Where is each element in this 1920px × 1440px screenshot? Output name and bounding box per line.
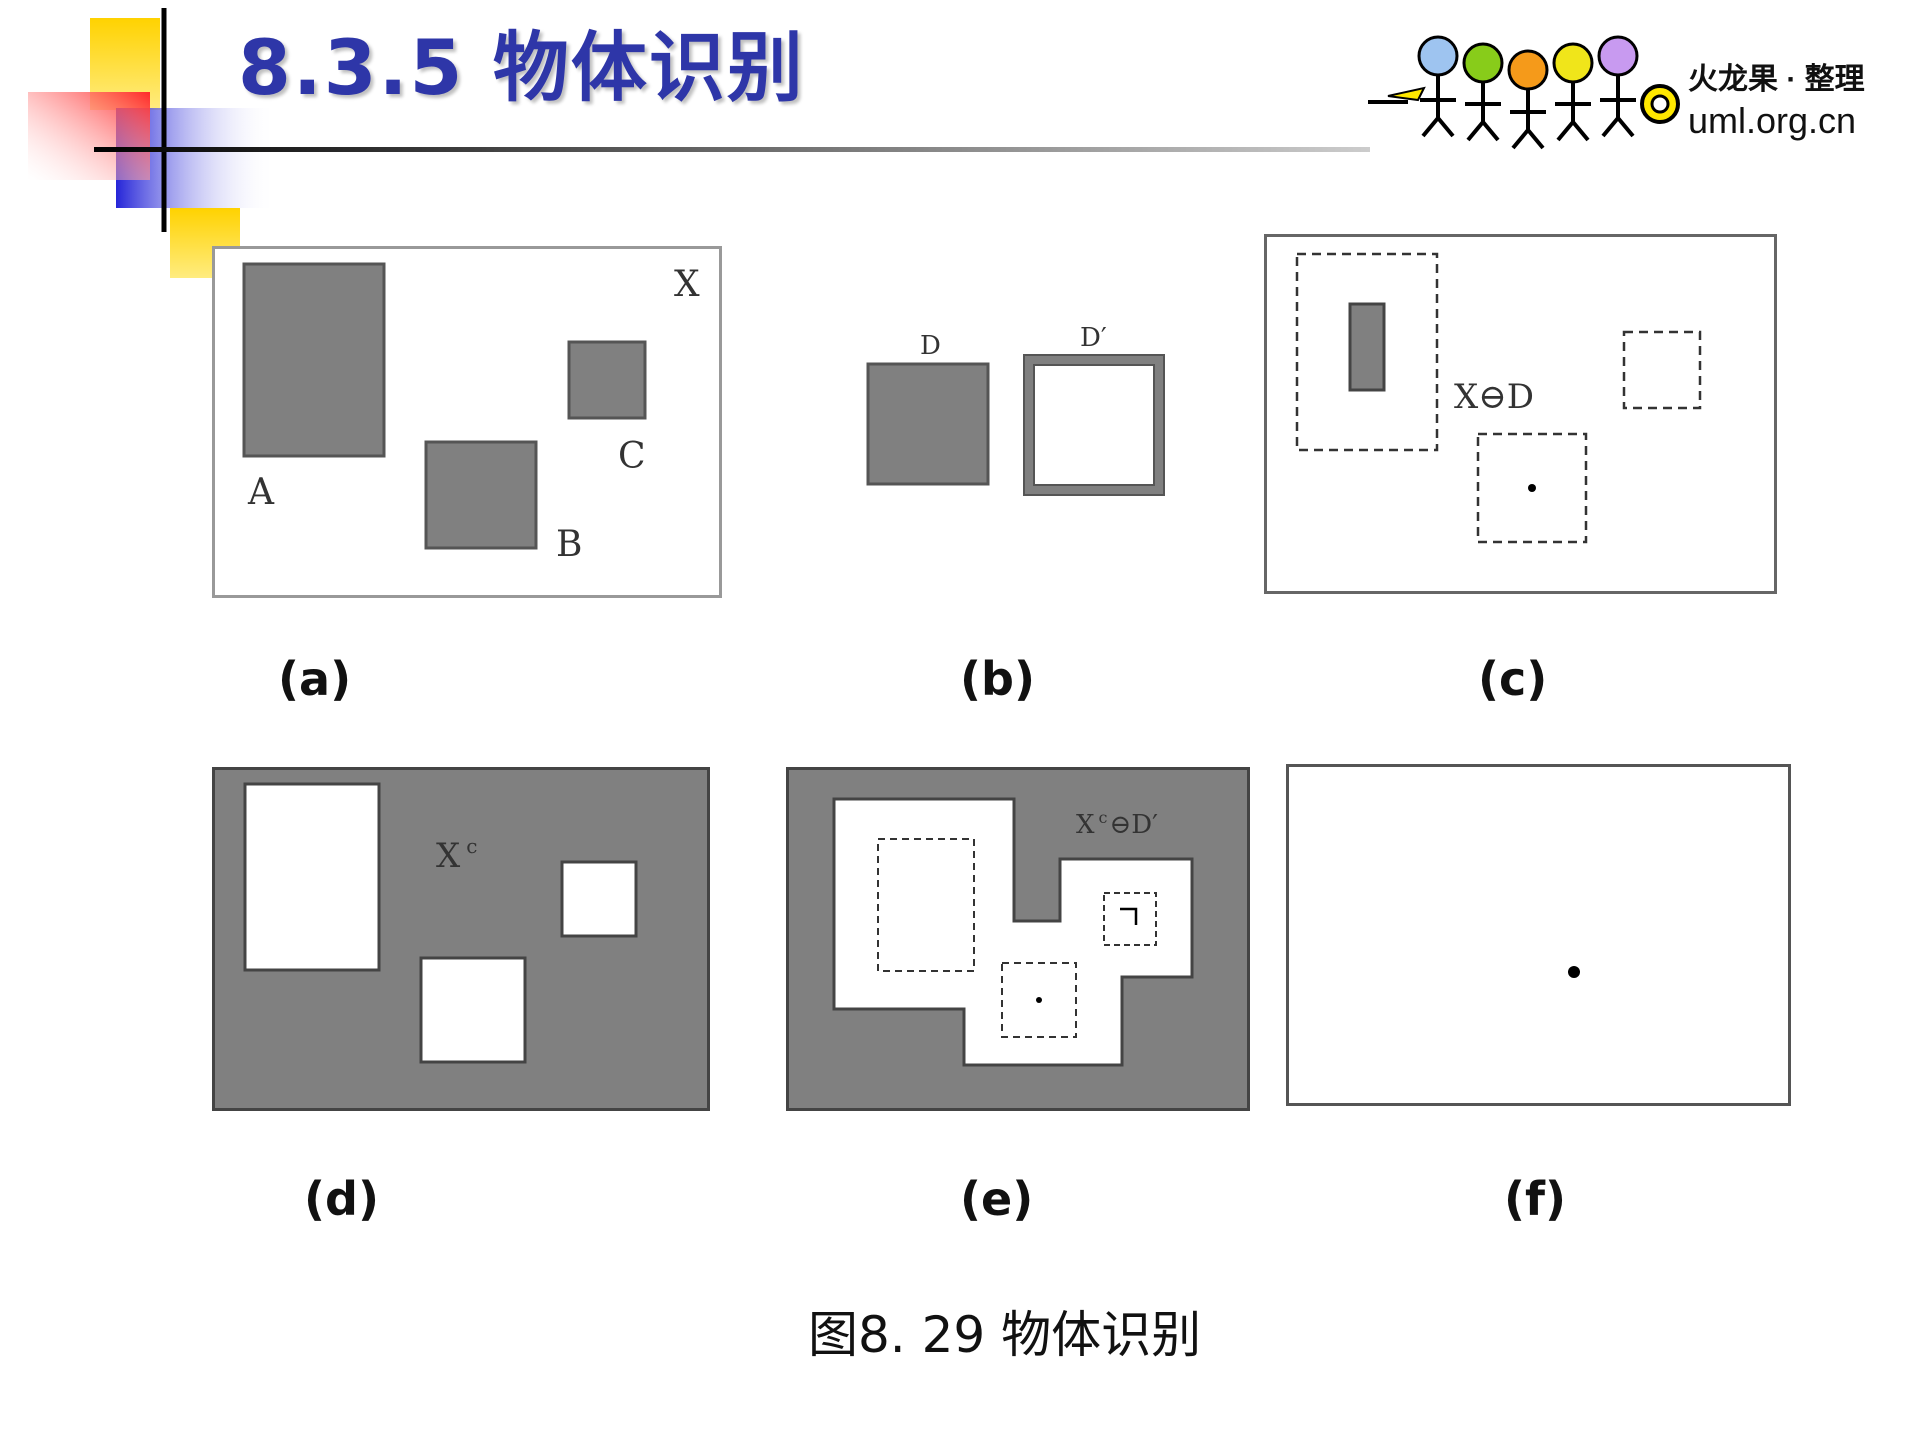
logo-person-1: [1417, 35, 1459, 138]
label-x: X: [674, 264, 700, 305]
logo-url-text: uml.org.cn: [1688, 100, 1857, 141]
panel-c-figure: X⊖D: [1264, 234, 1777, 594]
eroded-complement-region: [832, 797, 1194, 1067]
label-complement-base: X: [436, 836, 461, 876]
logo-person-2: [1462, 42, 1504, 142]
panel-label-c: (c): [1478, 652, 1548, 706]
logo-person-5: [1597, 35, 1639, 138]
panel-a-figure: X A B C: [212, 246, 722, 598]
corner-ornament: [28, 8, 276, 278]
label-a: A: [247, 472, 275, 513]
panel-f-figure: [1286, 764, 1791, 1106]
label-formula-sup: c: [1099, 808, 1108, 827]
object-a: [242, 262, 386, 458]
page-title: 8.3.5 物体识别: [238, 23, 805, 112]
ornament-red: [28, 92, 150, 180]
logo-ring-icon: [1640, 84, 1680, 124]
label-formula-rest: ⊖D′: [1109, 810, 1158, 840]
label-d-prime: D′: [1080, 323, 1107, 353]
object-b: [424, 440, 538, 550]
panel-b-figure: D D′: [866, 323, 1165, 496]
panel-label-e: (e): [960, 1172, 1034, 1226]
label-formula-base: X: [1076, 810, 1095, 840]
label-erosion: X⊖D: [1454, 377, 1534, 417]
recognized-object-point: [1568, 966, 1580, 978]
logo-person-3: [1507, 49, 1549, 150]
label-complement-sup: c: [466, 834, 477, 858]
figure-caption: 图8. 29 物体识别: [808, 1306, 1202, 1364]
eroded-point-b: [1528, 484, 1536, 492]
object-c: [567, 340, 647, 420]
panel-label-b: (b): [960, 652, 1035, 706]
logo-people-icon: [1368, 35, 1680, 150]
label-c: C: [618, 436, 646, 477]
logo-person-4: [1552, 42, 1594, 142]
panel-label-a: (a): [278, 652, 352, 706]
logo-cn-text: 火龙果 · 整理: [1688, 63, 1865, 96]
structuring-element-d: [866, 362, 990, 486]
label-d: D: [920, 331, 941, 361]
panel-label-d: (d): [304, 1172, 379, 1226]
panel-label-f: (f): [1504, 1172, 1567, 1226]
title-underline: [94, 147, 1370, 152]
eroded-object-a: [1348, 302, 1386, 392]
label-b: B: [556, 524, 582, 565]
